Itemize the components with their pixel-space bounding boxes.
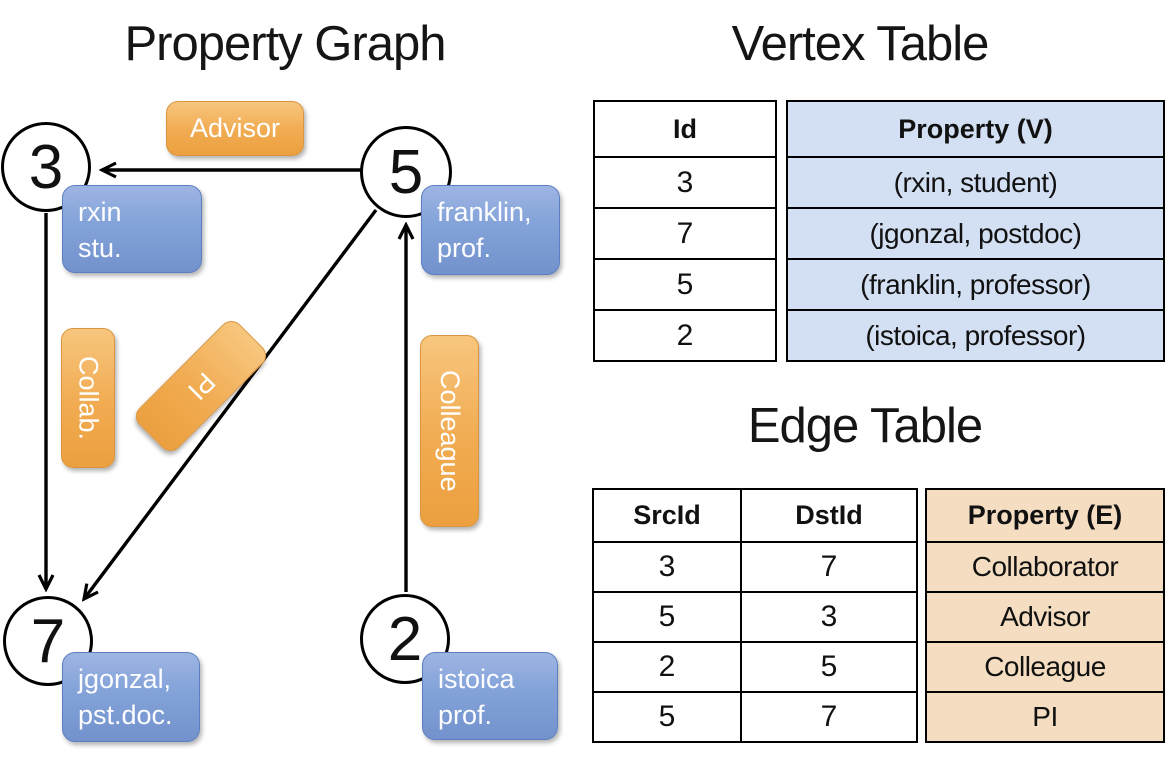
vertex-id-cell: 5 [595, 258, 775, 309]
graph-title: Property Graph [124, 17, 447, 71]
node-id: 5 [388, 137, 424, 207]
edge-id-row: 3 7 [594, 541, 916, 591]
edge-dstid-cell: 7 [740, 693, 916, 741]
vertex-property-cell: (istoica, professor) [788, 309, 1163, 360]
edge-id-row: 2 5 [594, 641, 916, 691]
property-line: prof. [437, 232, 492, 263]
vertex-property-cell: (rxin, student) [788, 156, 1163, 207]
vertex-property-cell: (jgonzal, postdoc) [788, 207, 1163, 258]
node-property-franklin: franklin, prof. [421, 185, 560, 275]
property-line: franklin, [437, 197, 532, 227]
graph-node-2: 2 [360, 594, 450, 684]
vertex-table-id-column: Id 3 7 5 2 [593, 100, 777, 362]
edge-table-id-columns: SrcId DstId 3 7 5 3 2 5 5 7 [592, 488, 918, 743]
edge-srcid-cell: 5 [658, 700, 676, 733]
node-id: 2 [387, 604, 423, 674]
vertex-id-cell: 2 [595, 309, 775, 360]
vertex-id-cell: 7 [595, 207, 775, 258]
node-property-rxin: rxin stu. [62, 185, 202, 273]
edge-dstid-cell: 3 [740, 593, 916, 641]
vertex-id-cell: 3 [595, 156, 775, 207]
edge-col-header-property: Property (E) [927, 490, 1163, 541]
edge-property-cell: Colleague [927, 641, 1163, 691]
edge-srcid-cell: 2 [658, 650, 676, 683]
node-id: 3 [28, 132, 64, 202]
edge-col-header-dstid: DstId [740, 490, 916, 541]
property-line: stu. [78, 232, 122, 263]
graph-edges [0, 0, 570, 760]
vertex-table-title: Vertex Table [731, 17, 990, 71]
vertex-col-header-id: Id [673, 113, 697, 144]
property-line: jgonzal, [78, 664, 172, 694]
edge-dstid-cell: 7 [740, 543, 916, 591]
edge-property-cell: Collaborator [927, 541, 1163, 591]
edge-table-property-column: Property (E) Collaborator Advisor Collea… [925, 488, 1165, 743]
edge-id-row: 5 3 [594, 591, 916, 641]
edge-label-collab: Collab. [61, 328, 115, 468]
graph-node-5: 5 [360, 126, 452, 218]
edge-dstid-cell: 5 [740, 643, 916, 691]
edge-table-header-row: SrcId DstId [594, 490, 916, 541]
vertex-col-header-property: Property (V) [788, 102, 1163, 156]
edge-property-cell: PI [927, 691, 1163, 741]
edge-table-title: Edge Table [747, 399, 983, 453]
edge-label-advisor: Advisor [166, 101, 304, 156]
edge-srcid-cell: 5 [658, 600, 676, 633]
edge-pi-5-7 [84, 208, 378, 599]
vertex-table-property-column: Property (V) (rxin, student) (jgonzal, p… [786, 100, 1165, 362]
vertex-property-cell: (franklin, professor) [788, 258, 1163, 309]
property-line: istoica [438, 664, 515, 694]
edge-srcid-cell: 3 [658, 550, 676, 583]
node-property-jgonzal: jgonzal, pst.doc. [62, 652, 200, 742]
node-id: 7 [30, 606, 66, 676]
edge-label-colleague: Colleague [420, 335, 479, 527]
edge-id-row: 5 7 [594, 691, 916, 741]
node-property-istoica: istoica prof. [422, 652, 558, 740]
property-line: prof. [438, 699, 493, 730]
property-line: pst.doc. [78, 699, 173, 730]
property-line: rxin [78, 197, 122, 227]
edge-col-header-srcid: SrcId [633, 500, 701, 530]
edge-property-cell: Advisor [927, 591, 1163, 641]
